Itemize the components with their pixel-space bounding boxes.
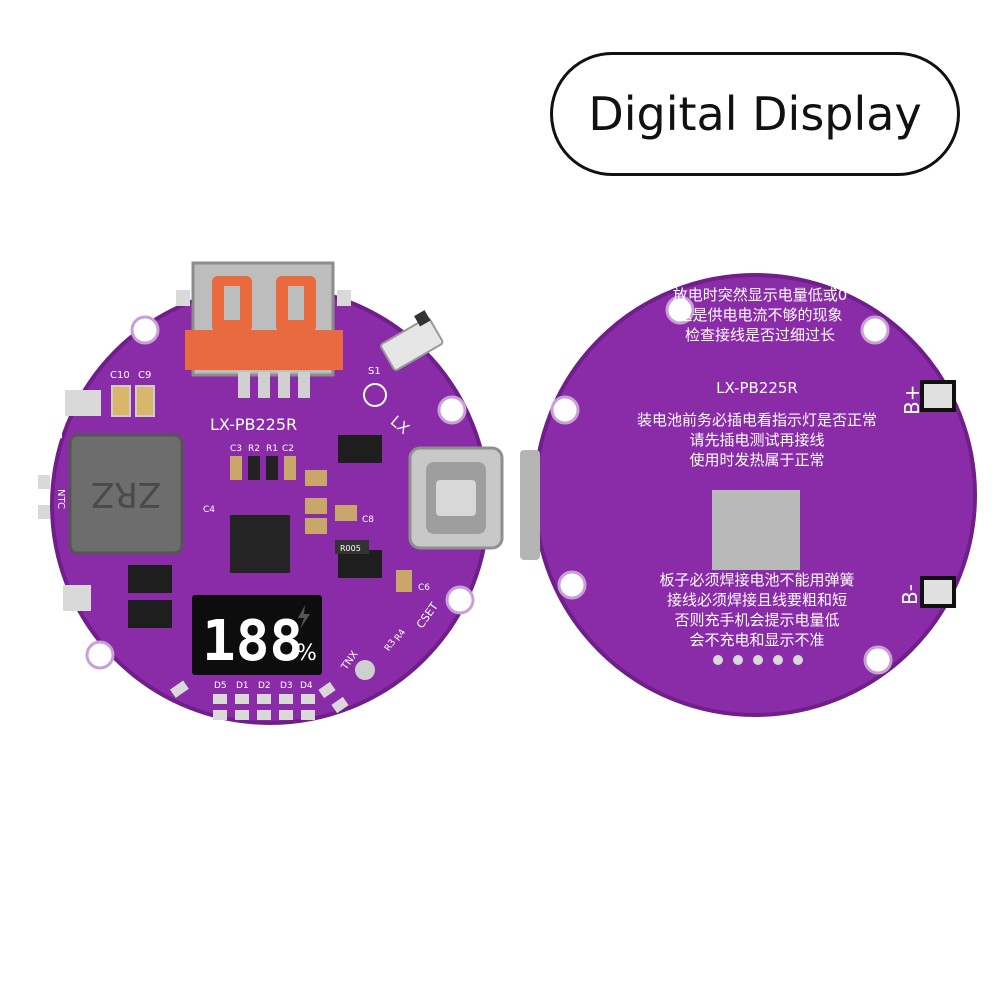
back-model: LX-PB225R: [716, 379, 798, 397]
mosfet: [338, 550, 382, 578]
label-ntc: NTC: [55, 489, 66, 509]
label-c2: C2: [282, 444, 294, 454]
back-note-bottom-3: 否则充手机会提示电量低: [674, 611, 839, 629]
back-note-top-2: 这是供电电流不够的现象: [677, 306, 842, 324]
back-board: B+ B- 放电时突然显示电量低或0 这是供电电流不够的现象 检查接线是否过细过…: [520, 273, 977, 717]
back-b-minus: B-: [898, 584, 922, 605]
pin-header: [713, 655, 803, 665]
label-d3: D3: [280, 681, 293, 691]
slide-switch: [380, 310, 444, 371]
mosfet: [338, 435, 382, 463]
led-display: 188 %: [192, 595, 322, 675]
usb-c-edge: [520, 450, 540, 560]
b-minus-pad: [63, 585, 91, 611]
label-r005: R005: [340, 544, 361, 553]
back-note-bottom-2: 接线必须焊接且线要粗和短: [667, 591, 847, 609]
inductor: ZRZ: [68, 433, 184, 555]
label-d4: D4: [300, 681, 313, 691]
mosfet: [128, 600, 172, 628]
mount-hole: [437, 395, 467, 425]
front-board: S1 B+ C10 C9 ZRZ NTC LX LX-PB225R C3 R2 …: [38, 261, 504, 725]
back-note-mid-3: 使用时发热属于正常: [689, 451, 824, 469]
label-r2: R2: [248, 444, 260, 454]
label-c9: C9: [138, 370, 151, 381]
front-b-plus: B+: [46, 413, 67, 440]
mount-hole: [665, 295, 695, 325]
display-unit: %: [296, 641, 317, 666]
back-note-top-1: 放电时突然显示电量低或0: [673, 286, 848, 304]
mount-hole: [557, 570, 587, 600]
label-r1: R1: [266, 444, 278, 454]
mount-hole: [130, 315, 160, 345]
thermal-pad: [712, 490, 800, 570]
controller-ic: [230, 515, 290, 573]
lightning-icon: [298, 605, 310, 629]
back-note-bottom-4: 会不充电和显示不准: [689, 631, 824, 649]
mosfet: [128, 565, 172, 593]
digital-display-badge: Digital Display: [550, 52, 960, 176]
back-note-bottom-1: 板子必须焊接电池不能用弹簧: [659, 571, 854, 589]
mount-hole: [355, 660, 375, 680]
back-note-mid-1: 装电池前务必插电看指示灯是否正常: [637, 411, 877, 429]
back-b-minus-pad: [920, 576, 956, 608]
lx-logo-icon: [363, 383, 387, 407]
label-d2: D2: [258, 681, 271, 691]
label-d5: D5: [214, 681, 227, 691]
mount-hole: [860, 315, 890, 345]
label-c6: C6: [418, 583, 430, 593]
label-c8: C8: [362, 515, 374, 525]
back-note-mid-2: 请先插电测试再接线: [689, 431, 824, 449]
usb-a-connector: [185, 261, 343, 398]
mount-hole: [863, 645, 893, 675]
inductor-label: ZRZ: [91, 474, 161, 514]
back-b-plus-pad: [920, 380, 956, 412]
mount-hole: [550, 395, 580, 425]
back-note-top-3: 检查接线是否过细过长: [685, 326, 835, 344]
label-c4: C4: [203, 505, 215, 515]
label-c3: C3: [230, 444, 242, 454]
mount-hole: [445, 585, 475, 615]
label-c10: C10: [110, 370, 130, 381]
usb-c-connector: [408, 446, 504, 550]
label-d1: D1: [236, 681, 249, 691]
front-model: LX-PB225R: [210, 415, 297, 434]
label-s1: S1: [368, 366, 381, 377]
mount-hole: [85, 640, 115, 670]
b-plus-pad: [65, 390, 101, 416]
badge-label: Digital Display: [588, 87, 922, 141]
display-digits: 188: [202, 609, 303, 674]
back-b-plus: B+: [900, 385, 924, 415]
